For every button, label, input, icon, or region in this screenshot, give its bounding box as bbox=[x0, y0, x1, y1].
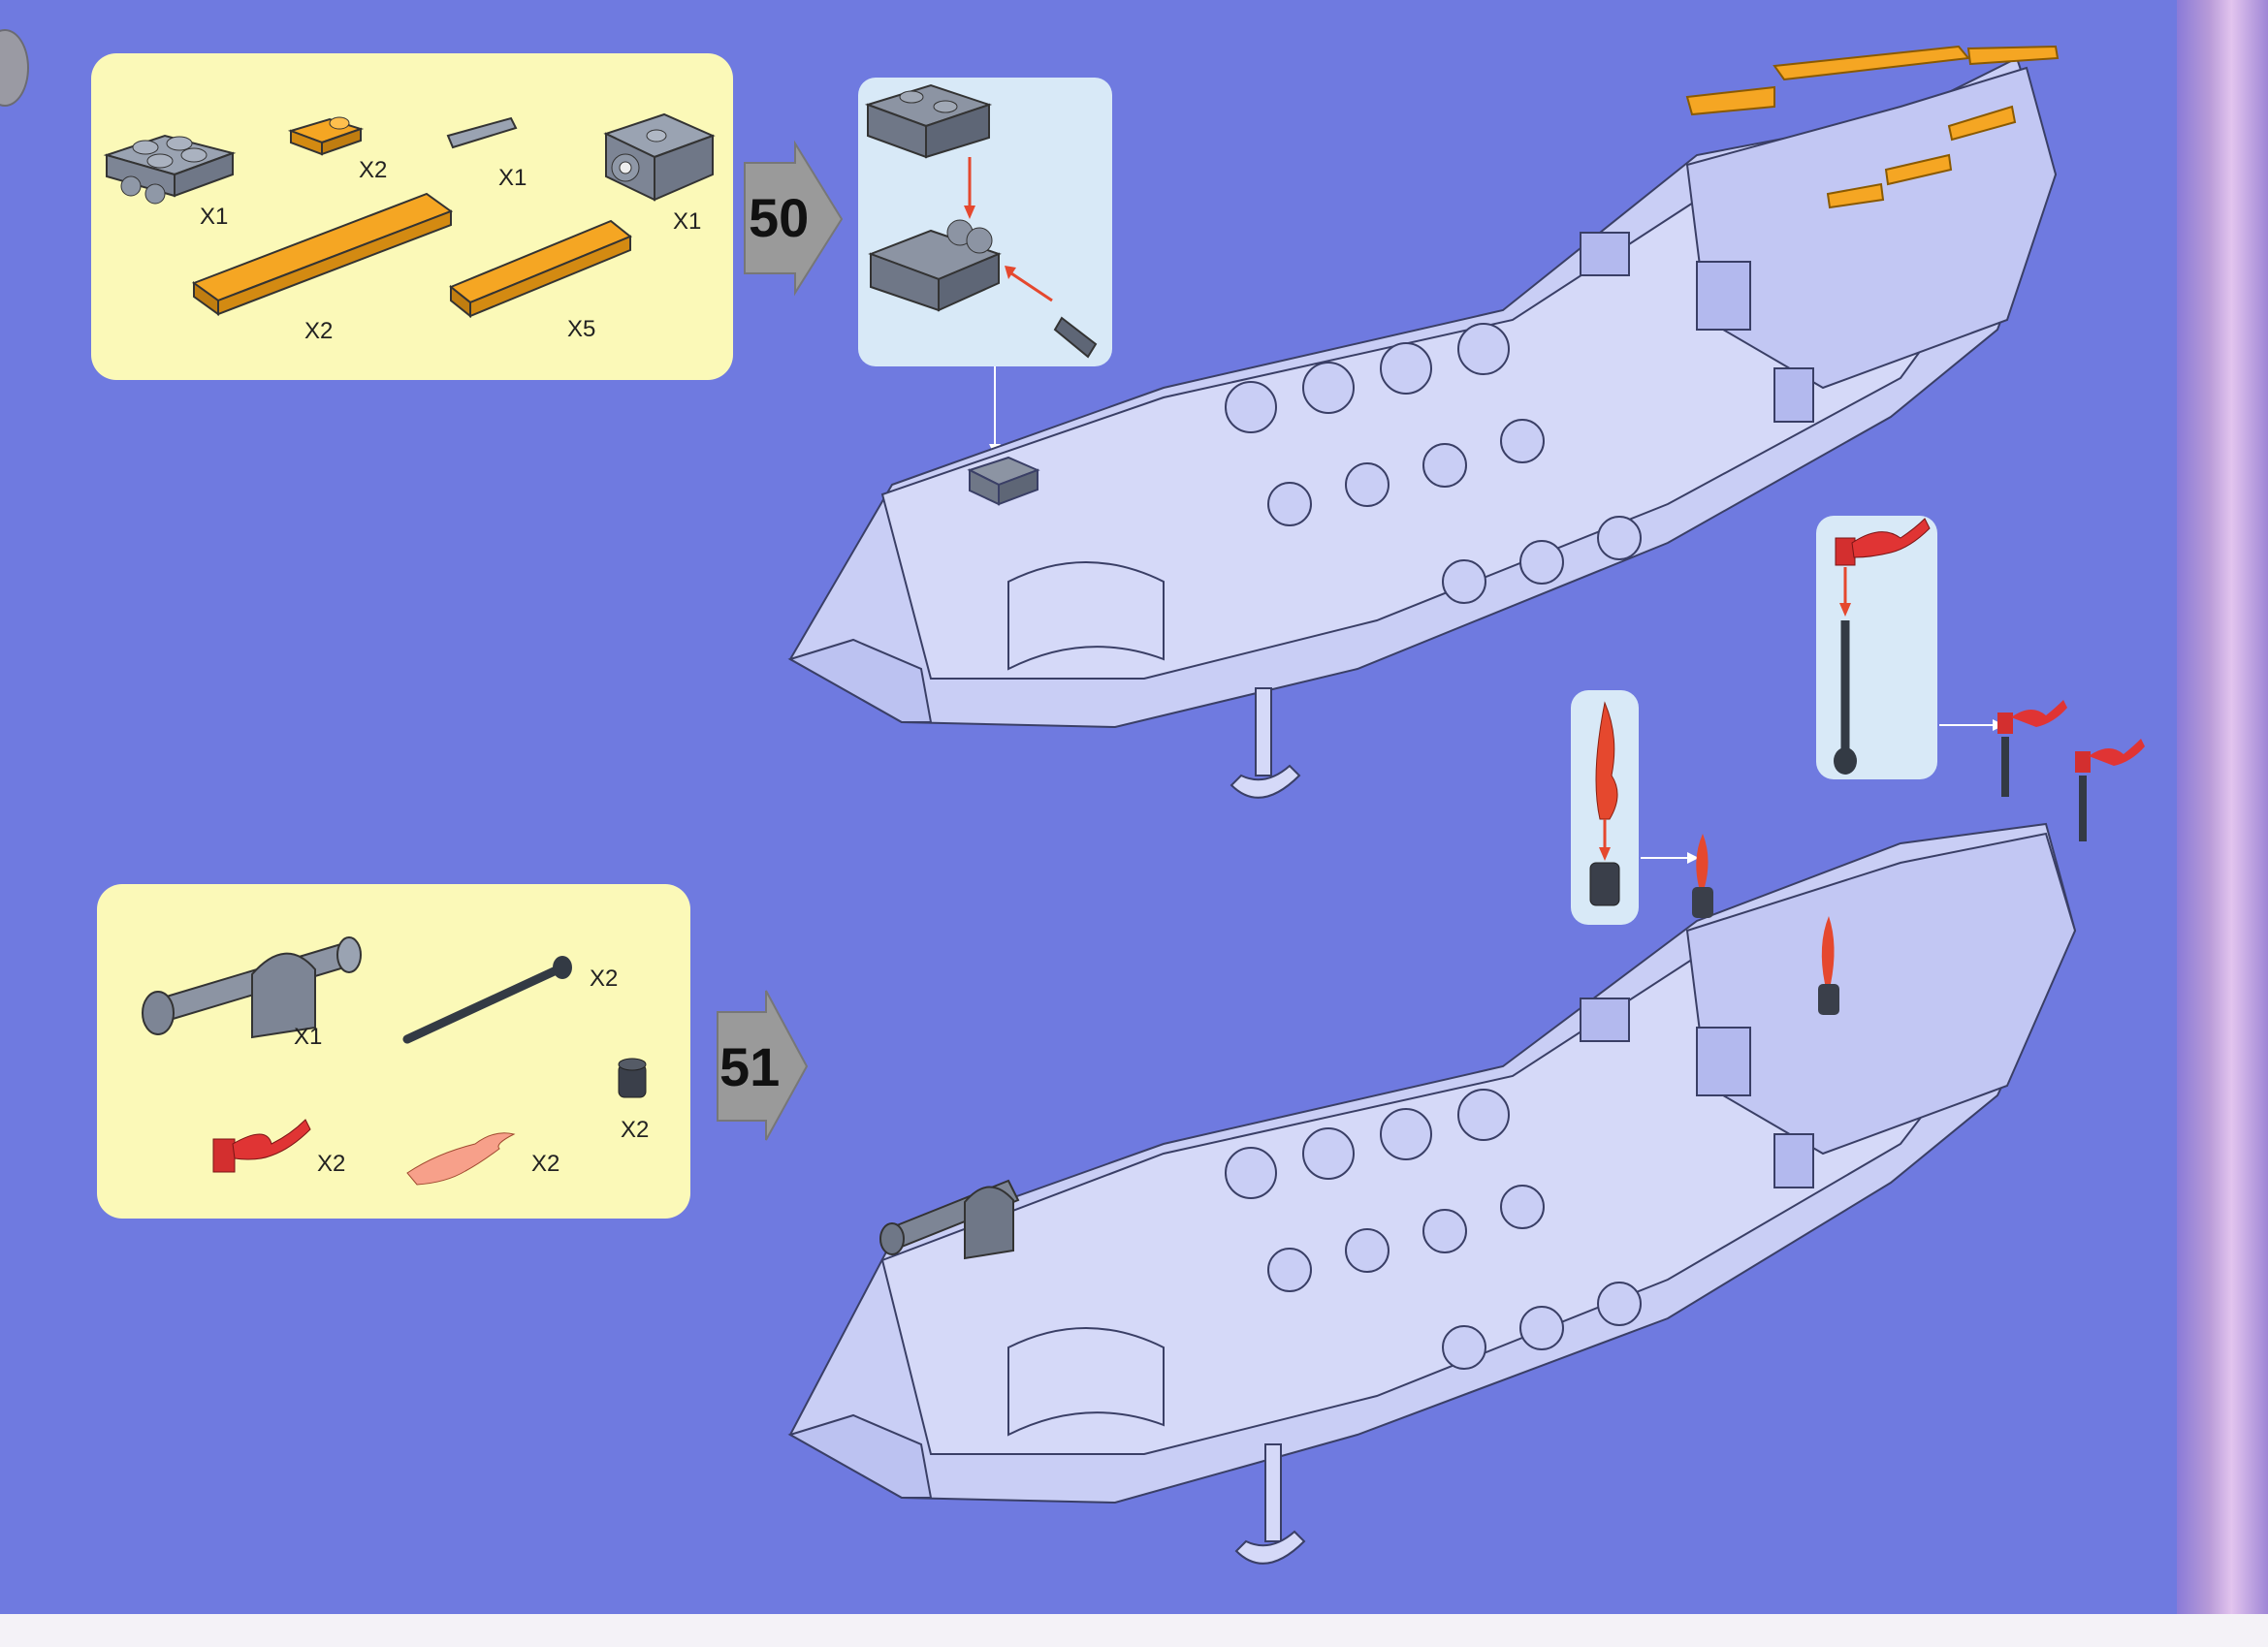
book-spine bbox=[2177, 0, 2268, 1647]
qty-tile-1x6: X2 bbox=[304, 318, 334, 344]
pole-icon bbox=[402, 956, 572, 1044]
step-number: 50 bbox=[749, 187, 810, 248]
qty-plate: X1 bbox=[200, 204, 229, 230]
round-brick-icon bbox=[618, 1058, 647, 1098]
qty-pole: X2 bbox=[590, 966, 619, 992]
qty-hinge: X1 bbox=[673, 208, 702, 235]
qty-flag: X2 bbox=[317, 1151, 346, 1177]
qty-round-brick: X2 bbox=[621, 1117, 650, 1143]
tile-icon bbox=[191, 192, 454, 316]
bar-icon bbox=[446, 116, 518, 149]
qty-clip-plate: X2 bbox=[359, 157, 388, 183]
plate-icon bbox=[103, 134, 237, 205]
qty-tile-1x4: X5 bbox=[567, 316, 596, 342]
qty-bar: X1 bbox=[498, 165, 527, 191]
clip-plate-icon bbox=[287, 116, 365, 156]
cannon-icon bbox=[142, 936, 362, 1039]
hinge-icon bbox=[603, 112, 716, 202]
step-number: 51 bbox=[719, 1036, 781, 1097]
page-bottom-edge bbox=[0, 1614, 2268, 1647]
flame-icon bbox=[406, 1132, 516, 1186]
qty-cannon: X1 bbox=[294, 1024, 323, 1050]
tile-icon bbox=[449, 219, 632, 319]
flag-icon bbox=[212, 1119, 311, 1173]
qty-flame: X2 bbox=[531, 1151, 560, 1177]
step51-parts-panel bbox=[97, 884, 690, 1219]
